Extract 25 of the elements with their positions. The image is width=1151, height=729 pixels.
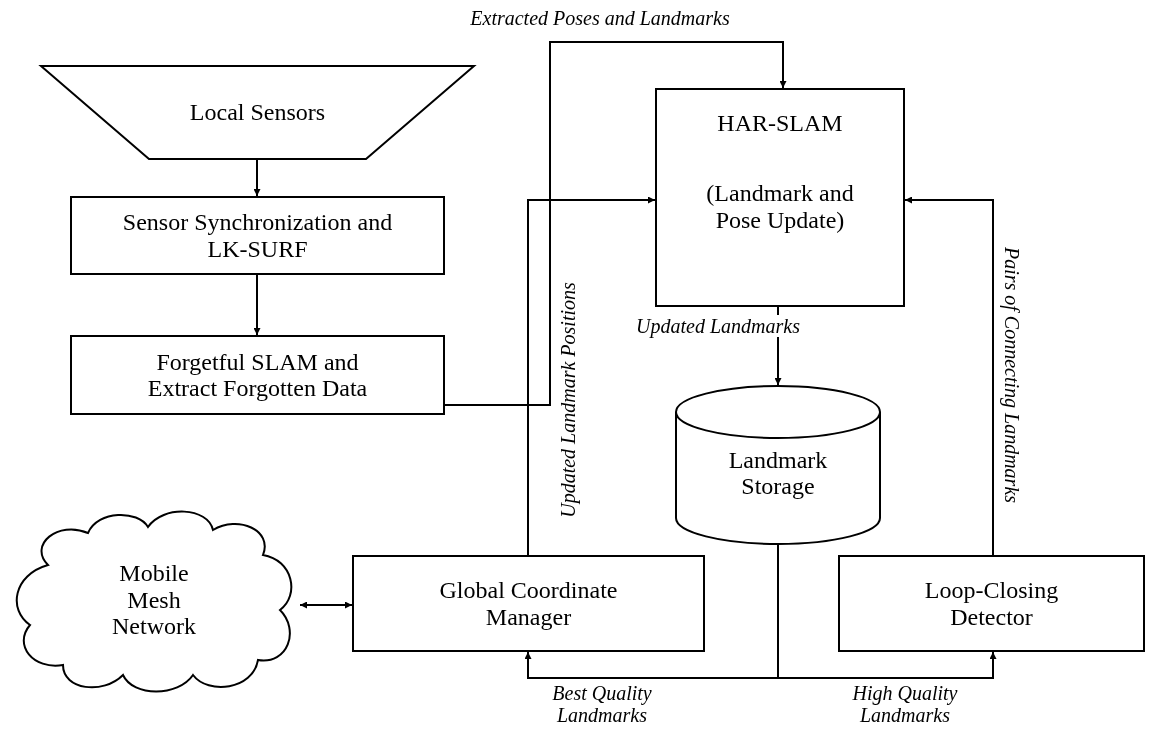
edge-label: Updated Landmarks [634, 315, 802, 337]
node-text: Landmark Storage [727, 447, 829, 500]
process-box [70, 335, 445, 415]
arrow [253, 274, 261, 336]
arrow [444, 41, 787, 406]
process-box [352, 555, 705, 652]
arrow [904, 196, 994, 556]
node-text: Local Sensors [189, 99, 326, 126]
node-text: Sensor Synchronization and LK-SURF [121, 209, 394, 262]
node-text: HAR-SLAM [717, 110, 843, 137]
trapezoid-shape [40, 65, 475, 160]
arrow [777, 544, 997, 679]
database-cylinder [675, 385, 881, 545]
process-box [70, 196, 445, 275]
arrow [527, 196, 656, 556]
arrow [253, 159, 261, 197]
node-text: Global Coordinate Manager [438, 577, 619, 630]
process-box [838, 555, 1145, 652]
node-text: Loop-Closing Detector [923, 577, 1060, 630]
node-text: (Landmark and Pose Update) [705, 180, 855, 234]
edge-label: Pairs of Connecting Landmarks [1001, 244, 1023, 506]
node-text: Forgetful SLAM and Extract Forgotten Data [146, 348, 369, 402]
process-box [655, 88, 905, 307]
arrow [299, 601, 353, 609]
node-text: Mobile Mesh Network [111, 560, 197, 640]
